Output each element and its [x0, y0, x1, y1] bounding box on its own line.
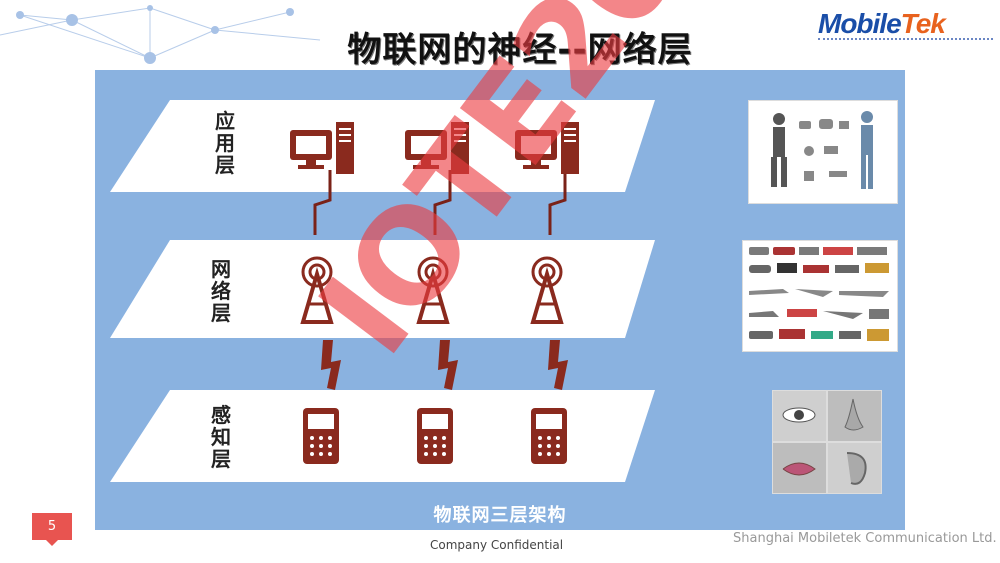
- footer-confidential: Company Confidential: [430, 538, 563, 552]
- mobiletek-logo: MobileTek: [818, 8, 993, 48]
- wireless-signal-icon: [321, 340, 568, 390]
- diagram-caption: 物联网三层架构: [95, 501, 905, 527]
- network-layer-label: 网络层: [207, 258, 235, 324]
- senses-thumbnail: [772, 390, 882, 494]
- application-layer-label: 应用层: [211, 110, 239, 176]
- logo-brand-prefix: Mobile: [818, 8, 901, 39]
- perception-layer-plane: [110, 390, 655, 482]
- logo-brand-suffix: Tek: [901, 8, 945, 39]
- footer-company: Shanghai Mobiletek Communication Ltd.: [733, 531, 997, 546]
- perception-layer-label: 感知层: [207, 404, 235, 470]
- vehicles-thumbnail: [742, 240, 898, 352]
- people-and-gadgets-thumbnail: [748, 100, 898, 204]
- page-number-badge: 5: [32, 513, 72, 540]
